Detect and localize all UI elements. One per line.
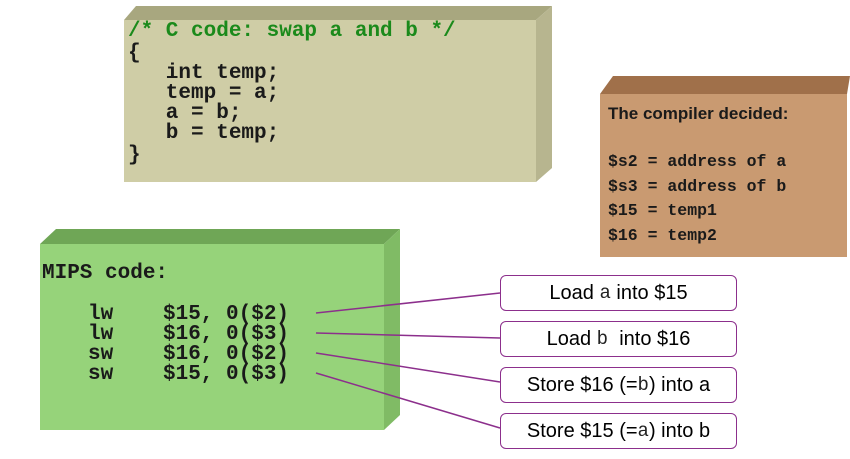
compiler-line: $s2 = address of a <box>608 152 787 171</box>
compiler-box <box>600 94 847 257</box>
mips-operands: $16, 0($3) <box>163 323 290 346</box>
callout-text: Load <box>549 281 600 304</box>
connector-line <box>315 332 501 339</box>
mips-opcode: lw <box>88 303 114 326</box>
c-code-line: { <box>128 42 141 65</box>
c-code-line: temp = a; <box>128 82 280 105</box>
mips-opcode: sw <box>88 343 114 366</box>
mips-title: MIPS code: <box>42 262 169 285</box>
mips-box-top <box>40 229 400 244</box>
callout-code: a <box>637 420 649 442</box>
callout-load-b: Load b into $16 <box>500 321 737 357</box>
callout-text: into $16 <box>608 327 691 350</box>
compiler-line: $16 = temp2 <box>608 226 717 245</box>
c-box-side <box>536 6 552 182</box>
callout-store-16: Store $16 (=b) into a <box>500 367 737 403</box>
connector-line <box>315 352 501 383</box>
c-box-top <box>124 6 552 20</box>
callout-text: Store $15 (= <box>526 419 638 442</box>
c-code-line: int temp; <box>128 62 280 85</box>
callout-store-15: Store $15 (=a) into b <box>500 413 737 449</box>
callout-text: Load <box>546 327 597 350</box>
connector-line <box>315 372 501 429</box>
compiler-box-top <box>600 76 850 94</box>
mips-opcode: lw <box>88 323 114 346</box>
c-code-box <box>124 20 536 182</box>
compiler-line: $15 = temp1 <box>608 201 717 220</box>
mips-operands: $16, 0($2) <box>163 343 290 366</box>
mips-opcode: sw <box>88 363 114 386</box>
mips-operands: $15, 0($3) <box>163 363 290 386</box>
c-code-line: } <box>128 144 141 167</box>
callout-text: ) into a <box>648 373 711 396</box>
mips-box-side <box>384 229 400 430</box>
callout-code: a <box>599 282 611 304</box>
compiler-title: The compiler decided: <box>608 104 789 123</box>
c-code-line: a = b; <box>128 102 242 125</box>
callout-code: b <box>637 374 649 396</box>
callout-load-a: Load a into $15 <box>500 275 737 311</box>
connector-line <box>315 292 501 314</box>
mips-operands: $15, 0($2) <box>163 303 290 326</box>
mips-code-box <box>40 244 384 430</box>
callout-text: Store $16 (= <box>526 373 638 396</box>
c-code-comment: /* C code: swap a and b */ <box>128 20 456 43</box>
callout-text: ) into b <box>648 419 711 442</box>
callout-text: into $15 <box>610 281 688 304</box>
compiler-line: $s3 = address of b <box>608 177 787 196</box>
c-code-line: b = temp; <box>128 122 280 145</box>
callout-code: b <box>596 328 609 350</box>
